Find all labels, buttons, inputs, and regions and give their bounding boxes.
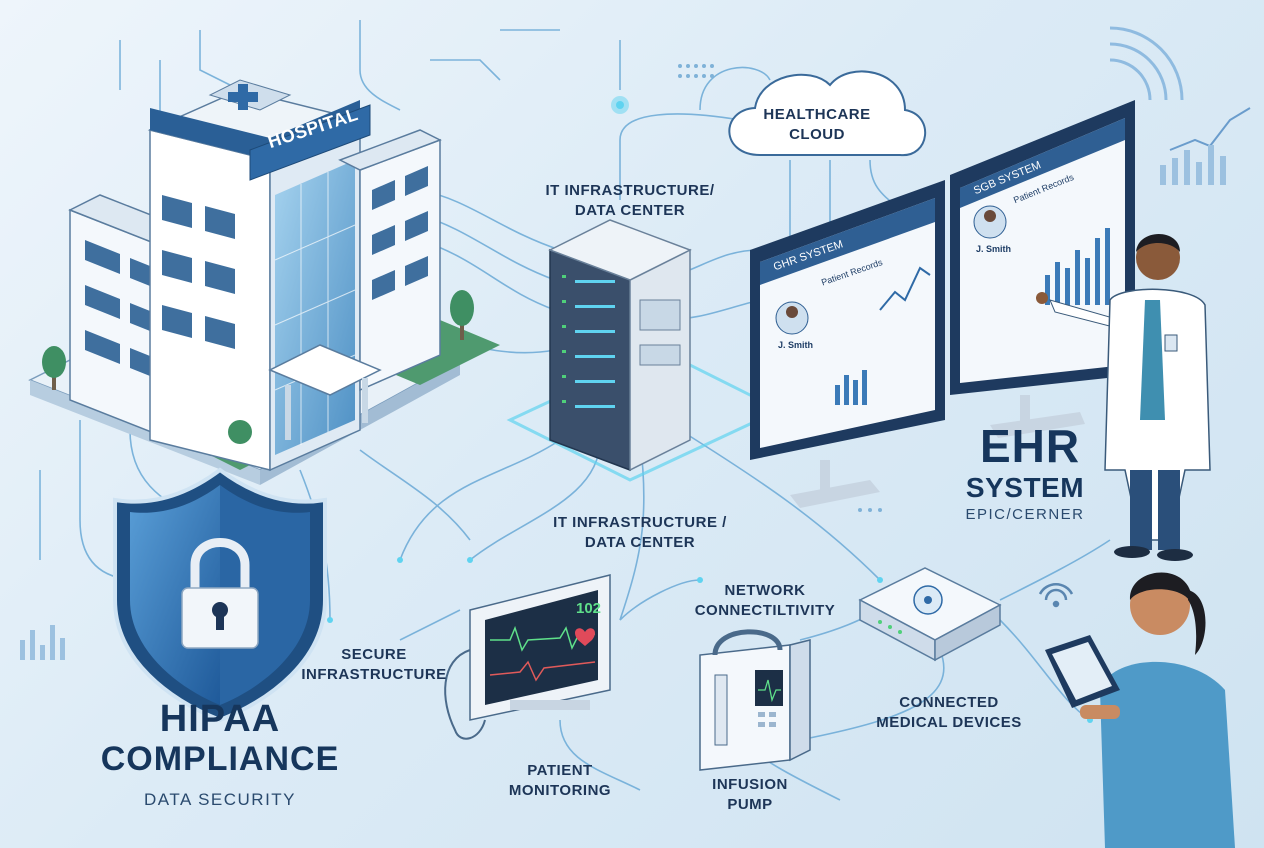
network-label-line1: NETWORK: [724, 582, 806, 599]
ehr-vendor: EPIC/CERNER: [965, 506, 1085, 523]
network-label-line2: CONNECTILTIVITY: [694, 602, 836, 619]
vitals-reading: 102: [576, 600, 602, 617]
patient-label-line2: MONITORING: [508, 782, 612, 799]
datacenter-top-line1: IT INFRASTRUCTURE/: [545, 182, 715, 199]
network-router: [858, 567, 1002, 662]
patient-label-line1: PATIENT: [527, 762, 593, 779]
decorative-arcs: [1109, 26, 1184, 101]
hospital-building: [28, 79, 500, 485]
nurse-figure: [1045, 572, 1235, 848]
ehr-subtitle: SYSTEM: [965, 472, 1085, 503]
left-monitor-patient: J. Smith: [778, 340, 814, 350]
decorative-dots: [678, 64, 882, 512]
ehr-title: EHR: [979, 420, 1081, 472]
right-monitor-patient: J. Smith: [976, 244, 1012, 254]
patient-monitor: [444, 574, 611, 740]
decorative-trend-chart: [1160, 107, 1251, 185]
connected-label-line1: CONNECTED: [899, 694, 999, 711]
secure-label-line2: INFRASTRUCTURE: [301, 666, 447, 683]
datacenter-mid-line2: DATA CENTER: [584, 534, 696, 551]
server-rack: [506, 219, 784, 482]
hipaa-subtitle: COMPLIANCE: [100, 740, 340, 778]
hipaa-title: HIPAA: [159, 698, 281, 740]
secure-label-line1: SECURE: [341, 646, 407, 663]
hipaa-data-security: DATA SECURITY: [143, 790, 297, 809]
healthcare-cloud: [728, 70, 927, 157]
infusion-pump: [699, 629, 811, 771]
connected-label-line2: MEDICAL DEVICES: [876, 714, 1022, 731]
decorative-bars-left: [20, 625, 65, 660]
cloud-label-line1: HEALTHCARE: [763, 106, 871, 123]
cloud-label-line2: CLOUD: [789, 126, 845, 143]
ehr-monitors: [750, 100, 1135, 508]
wifi-icon: [1038, 583, 1074, 608]
infusion-label-line1: INFUSION: [712, 776, 788, 793]
doctor-figure: [1036, 234, 1211, 561]
hipaa-shield: [113, 467, 327, 723]
infusion-label-line2: PUMP: [727, 796, 773, 813]
datacenter-top-line2: DATA CENTER: [574, 202, 686, 219]
datacenter-mid-line1: IT INFRASTRUCTURE /: [553, 514, 727, 531]
